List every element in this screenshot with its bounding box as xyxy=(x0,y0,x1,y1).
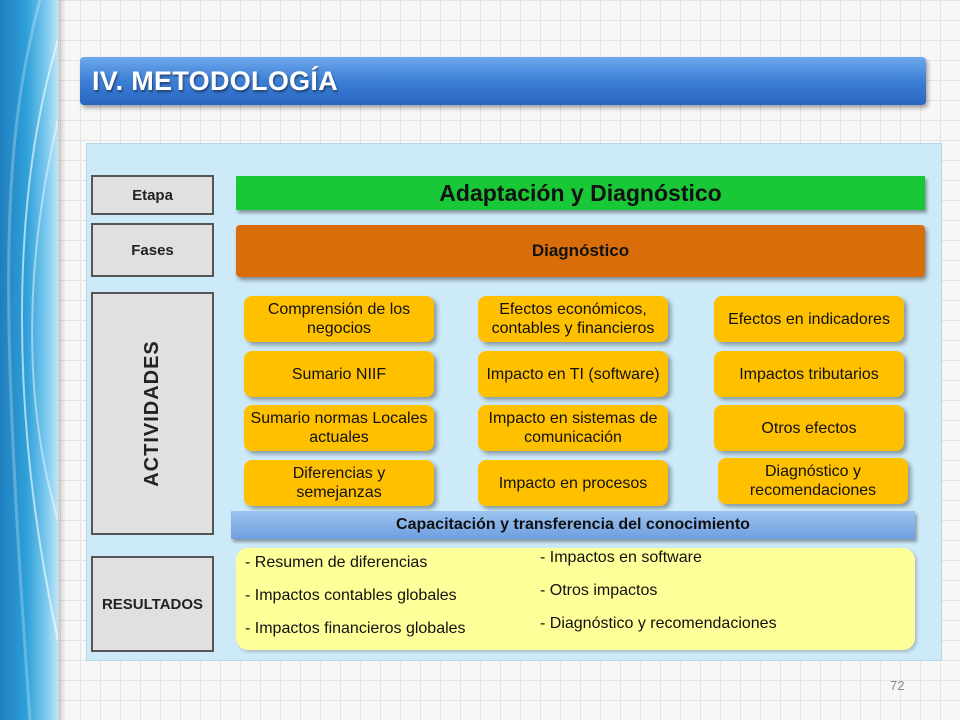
label-etapa: Etapa xyxy=(91,175,214,215)
label-actividades-text: ACTIVIDADES xyxy=(141,340,164,487)
phase-bar: Diagnóstico xyxy=(236,225,925,277)
activity-text: Impacto en TI (software) xyxy=(486,365,660,383)
activity-box: Diferencias y semejanzas xyxy=(244,460,434,506)
activity-text: Otros efectos xyxy=(761,419,857,437)
activity-text: Sumario normas Locales actuales xyxy=(250,410,428,446)
slide-title-bar: IV. METODOLOGÍA xyxy=(80,57,926,105)
activity-box: Efectos en indicadores xyxy=(714,296,904,342)
label-resultados-text: RESULTADOS xyxy=(101,595,204,613)
activity-text: Comprensión de los negocios xyxy=(267,301,411,337)
activity-box: Efectos económicos, contables y financie… xyxy=(478,296,668,342)
activity-box: Impacto en sistemas de comunicación xyxy=(478,405,668,451)
phase-text: Diagnóstico xyxy=(531,241,630,260)
activity-text: Efectos en indicadores xyxy=(728,310,890,328)
activity-text: Impactos tributarios xyxy=(739,365,879,383)
decorative-curves xyxy=(7,0,58,720)
slide-title: IV. METODOLOGÍA xyxy=(92,65,339,96)
activity-text: Efectos económicos, contables y financie… xyxy=(491,301,655,337)
side-band-shadow xyxy=(58,0,66,720)
stage-bar: Adaptación y Diagnóstico xyxy=(236,176,925,210)
activity-box: Impacto en procesos xyxy=(478,460,668,506)
label-resultados: RESULTADOS xyxy=(91,556,214,652)
label-etapa-text: Etapa xyxy=(132,186,173,204)
activity-text: Impacto en procesos xyxy=(498,474,648,492)
result-item: - Resumen de diferencias xyxy=(245,554,428,571)
activity-box: Diagnóstico y recomendaciones xyxy=(718,458,908,504)
activity-text: Impacto en sistemas de comunicación xyxy=(488,410,658,446)
training-text: Capacitación y transferencia del conocim… xyxy=(396,516,750,533)
label-fases: Fases xyxy=(91,223,214,277)
activity-box: Impactos tributarios xyxy=(714,351,904,397)
activity-text: Sumario NIIF xyxy=(291,365,387,383)
results-box xyxy=(236,548,915,650)
activity-box: Comprensión de los negocios xyxy=(244,296,434,342)
page-number: 72 xyxy=(890,678,905,693)
training-bar: Capacitación y transferencia del conocim… xyxy=(231,511,915,539)
activity-box: Sumario normas Locales actuales xyxy=(244,405,434,451)
result-item: - Otros impactos xyxy=(540,582,658,599)
activity-box: Impacto en TI (software) xyxy=(478,351,668,397)
activity-box: Sumario NIIF xyxy=(244,351,434,397)
decorative-side-band xyxy=(0,0,58,720)
result-item: - Diagnóstico y recomendaciones xyxy=(540,615,777,632)
activity-text: Diferencias y semejanzas xyxy=(292,465,386,501)
result-item: - Impactos financieros globales xyxy=(245,620,466,637)
activity-box: Otros efectos xyxy=(714,405,904,451)
label-actividades: ACTIVIDADES xyxy=(91,292,214,535)
result-item: - Impactos contables globales xyxy=(245,587,457,604)
stage-text: Adaptación y Diagnóstico xyxy=(439,179,722,206)
result-item: - Impactos en software xyxy=(540,549,702,566)
activity-text: Diagnóstico y recomendaciones xyxy=(749,463,877,499)
label-fases-text: Fases xyxy=(131,241,174,259)
